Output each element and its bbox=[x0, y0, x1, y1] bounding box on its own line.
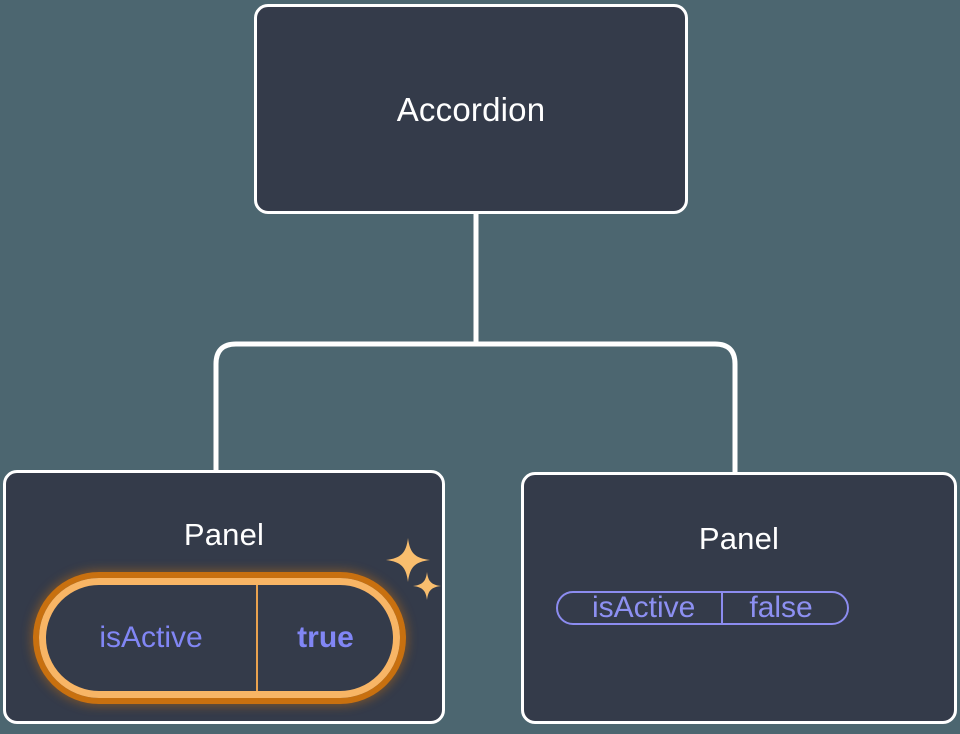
node-accordion[interactable]: Accordion bbox=[254, 4, 688, 214]
node-accordion-title: Accordion bbox=[396, 90, 546, 128]
connector-drop-left bbox=[213, 341, 237, 474]
prop-pill-isactive-true[interactable]: isActive true bbox=[33, 572, 406, 704]
prop-key-isactive: isActive bbox=[558, 593, 724, 623]
prop-value-true: true bbox=[297, 621, 354, 654]
prop-pill-active-wrapper: isActive true bbox=[33, 572, 406, 704]
node-panel-inactive-title: Panel bbox=[698, 521, 780, 556]
prop-pill-inactive-wrapper: isActive false bbox=[556, 591, 849, 625]
prop-pill-isactive-false[interactable]: isActive false bbox=[556, 591, 849, 625]
node-panel-active-title: Panel bbox=[183, 517, 265, 552]
prop-value-false: false bbox=[749, 591, 813, 624]
prop-key-isactive: isActive bbox=[46, 585, 258, 691]
connector-drop-right bbox=[714, 341, 738, 474]
prop-pill-cells: isActive true bbox=[46, 585, 393, 691]
